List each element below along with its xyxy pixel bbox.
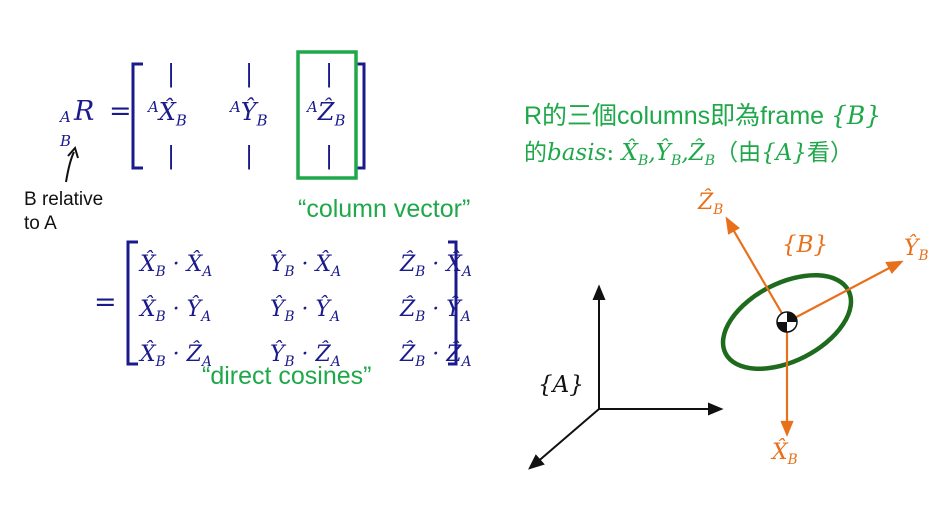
frame-b-z-label: ẐB xyxy=(698,190,724,218)
lhs-superscript: A xyxy=(60,108,71,126)
frame-a-x-axis xyxy=(534,408,600,465)
cosine-cell: ẐB · ŶA xyxy=(400,296,471,325)
basis-description-text1: R的三個columns即為frame xyxy=(524,102,831,130)
cosine-cell: ŶB · ẐA xyxy=(270,341,341,370)
column-entry-z: AẐB xyxy=(307,98,345,129)
column-y-superscript: A xyxy=(230,98,241,116)
cosine-cell: X̂B · X̂A xyxy=(140,252,213,280)
column-y-subscript: B xyxy=(256,111,268,130)
bar-col1-top: | xyxy=(167,60,176,88)
equals-sign: = xyxy=(108,96,132,127)
cosine-cell: X̂B · ẐA xyxy=(140,341,212,370)
bar-col3-top: | xyxy=(325,60,334,88)
column-vector-label: “column vector” xyxy=(298,195,471,223)
column-entry-y: AŶB xyxy=(230,98,268,129)
cosine-row-2: X̂B · ŶA ŶB · ŶA ẐB · ŶA xyxy=(140,291,496,336)
direct-cosine-matrix: X̂B · X̂A ŶB · X̂A ẐB · X̂A X̂B · ŶA ŶB … xyxy=(140,246,496,380)
basis-description-paren-open: （由 xyxy=(715,139,762,165)
column-entry-x: AX̂B xyxy=(148,98,187,129)
relative-annotation: B relative to A xyxy=(24,188,103,236)
basis-description-line1: R的三個columns即為frame {B} xyxy=(524,98,881,134)
bar-col3-bottom: | xyxy=(325,142,334,170)
center-of-mass-icon xyxy=(776,311,798,333)
bar-col2-top: | xyxy=(245,60,254,88)
cosine-row-1: X̂B · X̂A ŶB · X̂A ẐB · X̂A xyxy=(140,246,496,291)
relative-annotation-arrow xyxy=(65,151,75,183)
cosine-cell: ŶB · ŶA xyxy=(270,296,340,325)
frame-a-label: {A} xyxy=(538,372,584,398)
column-z-vector: Ẑ xyxy=(317,98,335,127)
basis-description: R的三個columns即為frame {B} 的basis: X̂B,ŶB,ẐB… xyxy=(524,98,881,179)
basis-description-basis: basis xyxy=(547,140,607,166)
rotation-matrix-lhs: A B R = xyxy=(58,96,132,150)
cosine-cell: ŶB · X̂A xyxy=(270,252,342,280)
frame-b-z-axis xyxy=(730,225,788,323)
bar-col2-bottom: | xyxy=(245,142,254,170)
lhs-symbol: R xyxy=(74,96,95,127)
basis-description-colon: : xyxy=(606,140,622,166)
basis-description-text2: 的 xyxy=(524,139,547,165)
relative-annotation-line1: B relative xyxy=(24,189,104,210)
column-z-superscript: A xyxy=(307,98,318,116)
matrix1-left-bracket xyxy=(131,62,143,170)
equals-sign-2: = xyxy=(94,287,117,318)
cosine-cell: ẐB · X̂A xyxy=(400,252,472,280)
cosine-row-3: X̂B · ẐA ŶB · ẐA ẐB · ẐA xyxy=(140,336,496,381)
frame-b-axes xyxy=(725,216,904,437)
column-x-superscript: A xyxy=(148,98,159,116)
cosine-cell: X̂B · ŶA xyxy=(140,296,212,325)
bar-col1-bottom: | xyxy=(167,142,176,170)
basis-description-paren-close: 看） xyxy=(806,139,853,165)
matrix1-right-bracket xyxy=(356,62,366,170)
column-y-vector: Ŷ xyxy=(240,98,257,127)
lhs-subscript: B xyxy=(60,132,72,150)
frame-b-y-axis xyxy=(786,265,894,323)
frame-b-label: {B} xyxy=(782,232,829,258)
column-z-subscript: B xyxy=(334,111,346,130)
cosine-cell: ẐB · ẐA xyxy=(400,341,472,370)
matrix2-left-bracket xyxy=(126,240,138,366)
matrix2-right-bracket xyxy=(448,240,458,366)
frame-b-y-label: ŶB xyxy=(904,236,929,264)
basis-description-line2: 的basis: X̂B,ŶB,ẐB（由{A}看） xyxy=(524,134,881,179)
direct-cosines-label: “direct cosines” xyxy=(202,362,372,390)
basis-description-frame-b: {B} xyxy=(831,101,882,130)
basis-description-vectors: X̂B,ŶB,ẐB xyxy=(621,140,716,169)
basis-description-frame-a: {A} xyxy=(761,140,807,166)
frame-a-axes xyxy=(528,284,724,470)
column-x-subscript: B xyxy=(175,111,187,130)
column-vector-highlight xyxy=(296,50,358,180)
frame-b-x-label: X̂B xyxy=(772,440,798,468)
column-x-vector: X̂ xyxy=(158,98,176,127)
relative-annotation-line2: to A xyxy=(24,213,57,234)
